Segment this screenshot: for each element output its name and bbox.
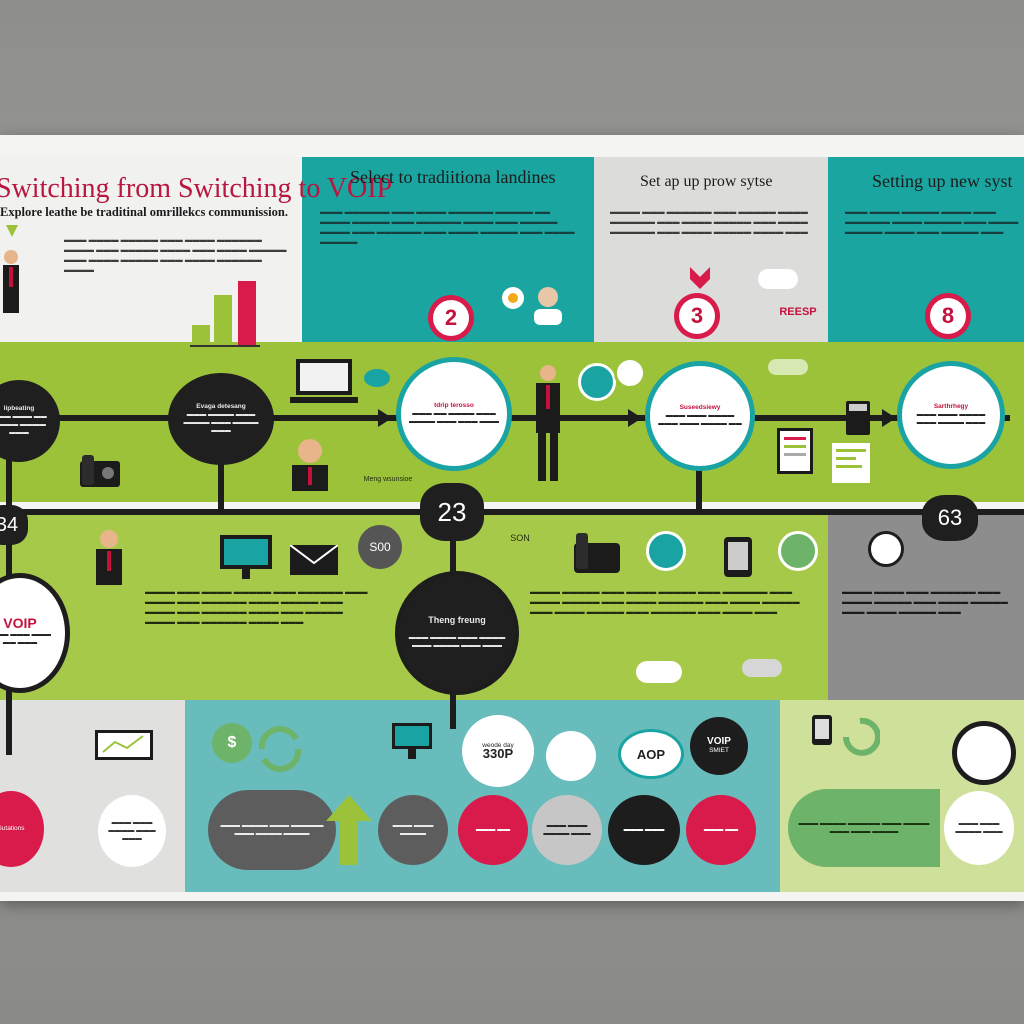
lower-right-text: ▬▬▬▬ ▬▬▬▬ ▬▬▬ ▬▬▬▬▬▬ ▬▬▬ ▬▬▬▬ ▬▬▬▬▬ ▬▬▬ … (842, 587, 1008, 616)
step-badge-2: 2 (428, 295, 474, 341)
phone-icon (78, 453, 122, 489)
monitor-icon (220, 535, 272, 579)
user-icon (530, 285, 566, 325)
bottom-panel-grey (0, 700, 185, 892)
arrow-1 (378, 409, 392, 427)
panel3-title: Set ap up prow sytse (640, 173, 773, 190)
businessman-lower-icon (92, 527, 126, 585)
document-icon (776, 427, 814, 475)
person-avatar-icon (282, 435, 338, 491)
lower-mid-text: ▬▬▬▬ ▬▬▬▬▬ ▬▬▬ ▬▬▬▬ ▬▬▬▬▬ ▬▬▬ ▬▬▬▬▬▬ ▬▬▬… (530, 587, 800, 616)
circle-theng-freung: Theng freung▬▬▬ ▬▬▬▬ ▬▬▬ ▬▬▬▬ ▬▬▬ ▬▬▬▬ ▬… (395, 571, 519, 695)
panel2-title: Select to tradiitiona landines (350, 167, 556, 187)
mobile-icon (724, 537, 752, 577)
cloud-icon-2 (768, 359, 808, 375)
grey-pill-left: ▬▬▬ ▬▬▬▬ ▬▬▬ ▬▬▬▬▬ ▬▬▬ ▬▬▬▬ ▬▬▬▬ (208, 790, 336, 870)
intro-paragraph: ▬▬▬ ▬▬▬▬ ▬▬▬▬▬ ▬▬▬ ▬▬▬▬ ▬▬▬▬▬▬ ▬▬▬▬ ▬▬▬ … (64, 235, 287, 274)
green-band (0, 342, 1024, 502)
chat-bubble-icon (364, 369, 390, 387)
tablet-icon (812, 715, 832, 745)
reesp-label: REESP (779, 306, 817, 318)
circle-suseedsiewy: Suseedsiewy▬▬▬ ▬▬▬ ▬▬▬▬ ▬▬▬ ▬▬▬ ▬▬▬▬ ▬▬ (645, 361, 755, 471)
red-circle-mid: ▬▬▬ ▬▬ (458, 795, 528, 865)
globe-lower-icon-2 (778, 531, 818, 571)
panel3-text: ▬▬▬▬ ▬▬▬ ▬▬▬▬▬▬ ▬▬▬ ▬▬▬▬▬ ▬▬▬▬ ▬▬▬▬▬▬ ▬▬… (610, 207, 808, 236)
circle-tdrip: tdrip terosso▬▬▬ ▬▬ ▬▬▬▬ ▬▬▬ ▬▬▬▬ ▬▬▬ ▬▬… (396, 357, 512, 471)
grey-circle-light: ▬▬▬ ▬▬▬ ▬▬▬▬ ▬▬▬ (532, 795, 602, 865)
chart-sheet-icon (832, 443, 870, 483)
circle-sarthrhegy: Sarthrhegy▬▬▬ ▬▬▬ ▬▬▬▬ ▬▬▬ ▬▬▬▬ ▬▬▬ (897, 361, 1005, 469)
flower-icon (500, 285, 526, 311)
red-circle-right: ▬▬▬ ▬▬ (686, 795, 756, 865)
step-badge-3: 3 (674, 293, 720, 339)
node-34: 34 (0, 505, 28, 545)
page-title: Switching from Switching to VOIP (0, 173, 393, 204)
cloud-icon (758, 269, 798, 289)
envelope-icon (290, 545, 338, 575)
chart-pie-icon (614, 357, 646, 389)
panel4-title: Setting up new syst (872, 171, 1013, 191)
globe-lower-icon (646, 531, 686, 571)
white-circle-left: ▬▬▬ ▬▬▬ ▬▬▬▬ ▬▬▬ ▬▬▬ (98, 795, 166, 867)
businessman-icon (0, 247, 22, 337)
clock-icon (952, 721, 1016, 785)
circle-evaga: Evaga detesang▬▬▬ ▬▬▬▬ ▬▬▬ ▬▬▬▬ ▬▬▬ ▬▬▬▬… (168, 373, 274, 465)
timeline-lower (0, 509, 1024, 515)
panel2-text: ▬▬▬ ▬▬▬▬▬▬ ▬▬▬ ▬▬▬▬ ▬▬▬▬▬▬ ▬▬▬▬▬ ▬▬ ▬▬▬▬… (320, 207, 575, 246)
infographic-poster: Switching from Switching to VOIP Explore… (0, 135, 1024, 901)
lower-left-text: ▬▬▬▬ ▬▬▬ ▬▬▬▬ ▬▬▬▬▬ ▬▬▬ ▬▬▬▬▬▬ ▬▬▬ ▬▬▬▬ … (145, 587, 368, 626)
arrow-3 (882, 409, 896, 427)
grey-circle: ▬▬▬ ▬▬▬ ▬▬▬▬ (378, 795, 448, 865)
monitor-circle-icon (546, 731, 596, 781)
computer-icon (392, 723, 432, 759)
lower-grey-band (828, 513, 1024, 700)
page-subtitle: Explore leathe be traditinal omrillekcs … (0, 205, 288, 219)
calculator-icon (846, 401, 870, 435)
laptop-icon (288, 357, 360, 409)
dollar-badge: $ (212, 723, 252, 763)
monitor-bottom-icon (95, 730, 153, 768)
black-circle: ▬▬▬ ▬▬▬ (608, 795, 680, 865)
arrow-2 (628, 409, 642, 427)
soo-badge: S00 (358, 525, 402, 569)
red-arrow-icon (686, 265, 714, 289)
cycle-arrow-icon-2 (840, 715, 880, 759)
walking-businessman-icon (530, 363, 566, 483)
step-badge-8: 8 (925, 293, 971, 339)
aop-badge: AOP (618, 729, 684, 779)
gear-icon (868, 531, 904, 567)
son-label: SON (510, 533, 530, 543)
globe-icon (578, 363, 616, 401)
cloud-lower-icon (636, 661, 682, 683)
chevron-down-icon (4, 223, 20, 239)
bar-chart-icon (190, 275, 260, 347)
node-23: 23 (420, 483, 484, 541)
mang-label: Meng wsunsioe (363, 475, 413, 483)
panel4-text: ▬▬▬ ▬▬▬▬ ▬▬▬▬▬ ▬▬▬▬ ▬▬▬ ▬▬▬▬▬▬ ▬▬▬▬ ▬▬▬▬… (845, 207, 1019, 236)
node-63: 63 (922, 495, 978, 541)
cycle-arrows-icon (256, 725, 304, 773)
green-arrow-banner: ▬▬▬ ▬▬▬▬ ▬▬▬▬▬ ▬▬▬ ▬▬▬▬ ▬▬▬ ▬▬▬ ▬▬▬▬ (788, 789, 940, 867)
up-arrow-icon (326, 795, 372, 865)
desk-phone-icon (572, 531, 622, 575)
white-circle-right: ▬▬▬ ▬▬▬ ▬▬▬▬ ▬▬▬ (944, 791, 1014, 865)
cloud-lower-icon-2 (742, 659, 782, 677)
